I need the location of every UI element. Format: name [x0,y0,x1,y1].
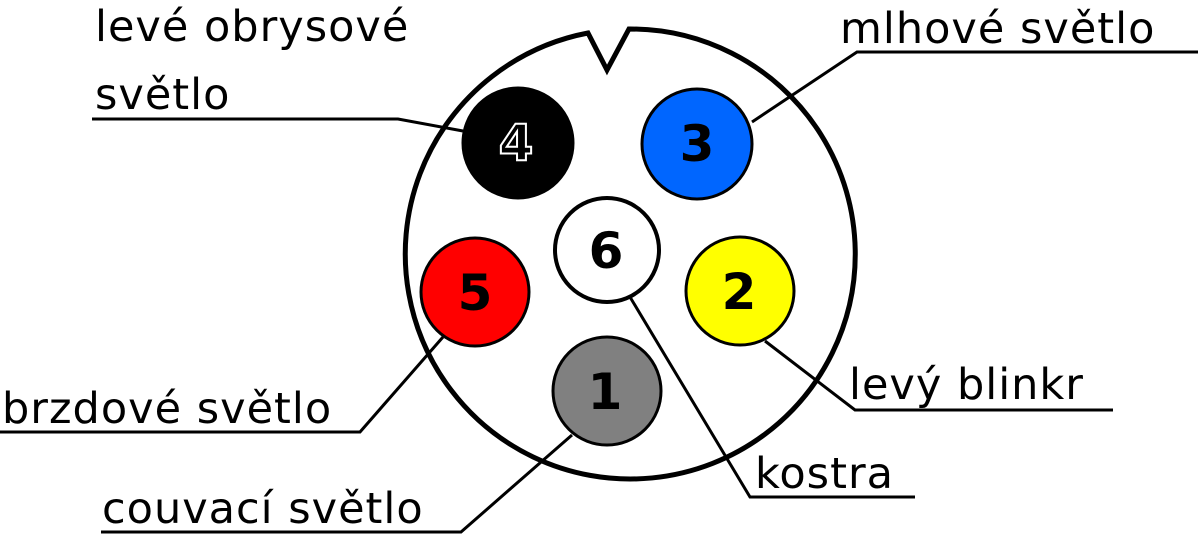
pin-4: 4 [461,86,575,200]
pin-2: 2 [684,235,796,347]
label-brake-light: brzdové světlo [2,384,332,434]
pin-1-number: 1 [588,363,623,421]
pin-1-circle [551,335,663,447]
pin-4-number: 4 [499,114,534,172]
leader-ground [628,296,915,499]
pin-6-circle [553,196,661,304]
leader-fog-light [751,50,1198,124]
label-left-marker-line2: světlo [95,70,230,120]
label-reverse-light: couvací světlo [102,484,424,534]
pin-2-number: 2 [722,263,757,321]
pin-2-circle [684,235,796,347]
label-left-indicator: levý blinkr [849,360,1084,410]
pin-6-number: 6 [589,222,624,280]
leader-brake-light [0,336,445,434]
leader-left-marker [92,117,464,133]
pin-3-number: 3 [680,115,715,173]
pin-5-circle [419,236,531,348]
pin-5: 5 [419,236,531,348]
pin-1: 1 [551,335,663,447]
label-left-marker-line1: levé obrysové [95,2,409,52]
pin-6: 6 [553,196,661,304]
leader-left-indicator [764,339,1113,412]
pin-3: 3 [640,87,754,201]
pin-5-number: 5 [458,264,493,322]
pin-3-circle [640,87,754,201]
leader-reverse-light [101,433,573,534]
label-ground: kostra [755,449,894,499]
label-fog-light: mlhové světlo [840,4,1155,54]
pin-4-circle [461,86,575,200]
